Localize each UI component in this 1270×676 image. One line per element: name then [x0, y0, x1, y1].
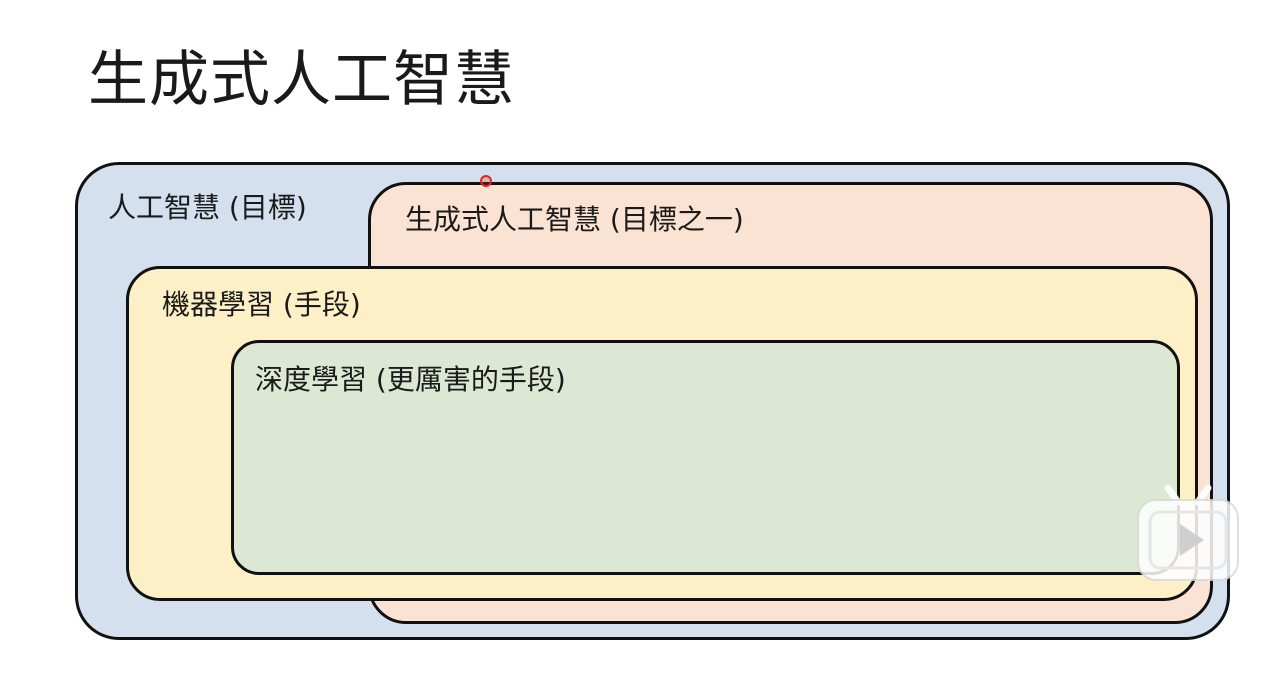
page-title: 生成式人工智慧 — [88, 45, 515, 115]
deep-learning-region — [231, 340, 1180, 575]
play-icon[interactable] — [1132, 478, 1244, 586]
pointer-dot-icon — [480, 175, 492, 187]
machine-learning-label: 機器學習 (手段) — [162, 288, 361, 321]
generative-ai-label: 生成式人工智慧 (目標之一) — [405, 203, 744, 236]
deep-learning-label: 深度學習 (更厲害的手段) — [255, 363, 566, 396]
ai-label: 人工智慧 (目標) — [108, 191, 307, 224]
